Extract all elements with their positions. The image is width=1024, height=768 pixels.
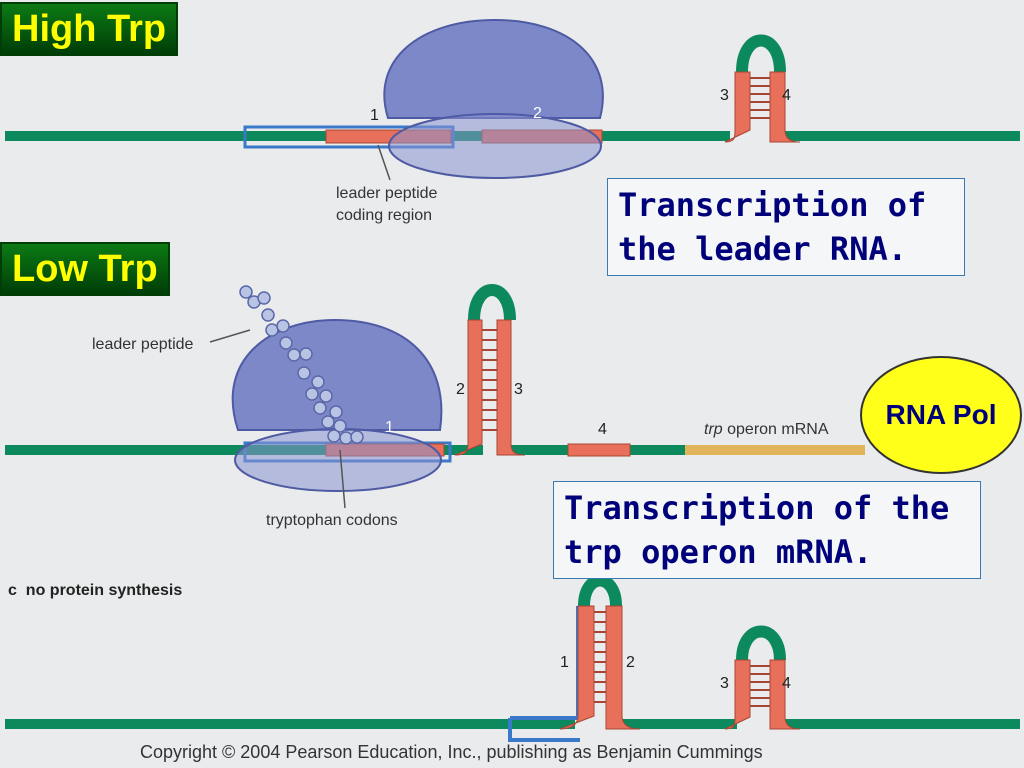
part-c-letter: c	[8, 582, 17, 599]
leader-coding-label-line1: leader peptide	[336, 185, 438, 202]
label-3: 3	[720, 675, 729, 692]
leader-rna-note: Transcription of the leader RNA.	[607, 178, 965, 276]
part-c-text: no protein synthesis	[25, 582, 183, 599]
operon-mrna-note: Transcription of the trp operon mRNA.	[553, 481, 981, 579]
label-2: 2	[626, 654, 635, 671]
label-1: 1	[560, 654, 569, 671]
stem-loop-2-3	[454, 284, 526, 456]
label-2: 2	[456, 381, 465, 398]
ribosome-small-subunit	[388, 113, 602, 179]
label-1: 1	[370, 107, 379, 124]
rna-strand	[770, 131, 1020, 141]
stem-loop-1-2	[559, 574, 641, 730]
copyright: Copyright © 2004 Pearson Education, Inc.…	[140, 742, 763, 762]
low-trp-tag: Low Trp	[0, 242, 170, 296]
label-4: 4	[782, 87, 791, 104]
label-4: 4	[782, 675, 791, 692]
label-1: 1	[385, 419, 394, 436]
blue-template	[508, 606, 580, 742]
segment-4	[567, 443, 631, 457]
leader-peptide-chain	[239, 285, 364, 445]
label-4: 4	[598, 421, 607, 438]
pointer-line	[209, 329, 251, 343]
leader-peptide-label: leader peptide	[92, 336, 194, 353]
label-3: 3	[514, 381, 523, 398]
rna-polymerase: RNA Pol	[860, 356, 1022, 474]
leader-coding-label-line2: coding region	[336, 207, 432, 224]
rna-pol-label: RNA Pol	[885, 399, 997, 430]
rna-strand	[622, 719, 737, 729]
rna-strand	[780, 719, 1020, 729]
stem-loop-3-4	[724, 34, 801, 143]
tryptophan-codons-label: tryptophan codons	[266, 512, 398, 529]
panel-c: 1 2 3 4	[5, 574, 1020, 742]
panel-high-trp: 1 2 3 4 leader peptide coding region	[5, 18, 1020, 224]
panel-low-trp: 1 2 3 4 leader peptide tryptophan codons…	[5, 284, 865, 529]
ribosome-large-subunit	[383, 18, 604, 119]
operon-mrna	[685, 445, 865, 455]
label-3: 3	[720, 87, 729, 104]
label-2: 2	[533, 105, 542, 122]
pointer-line	[339, 449, 346, 509]
operon-mrna-label: trp operon mRNA	[704, 421, 829, 438]
high-trp-tag: High Trp	[0, 2, 179, 56]
stem-loop-3-4	[724, 625, 801, 730]
pointer-line	[377, 144, 391, 181]
part-c-caption: c no protein synthesis	[8, 582, 182, 600]
rna-strand	[5, 719, 575, 729]
